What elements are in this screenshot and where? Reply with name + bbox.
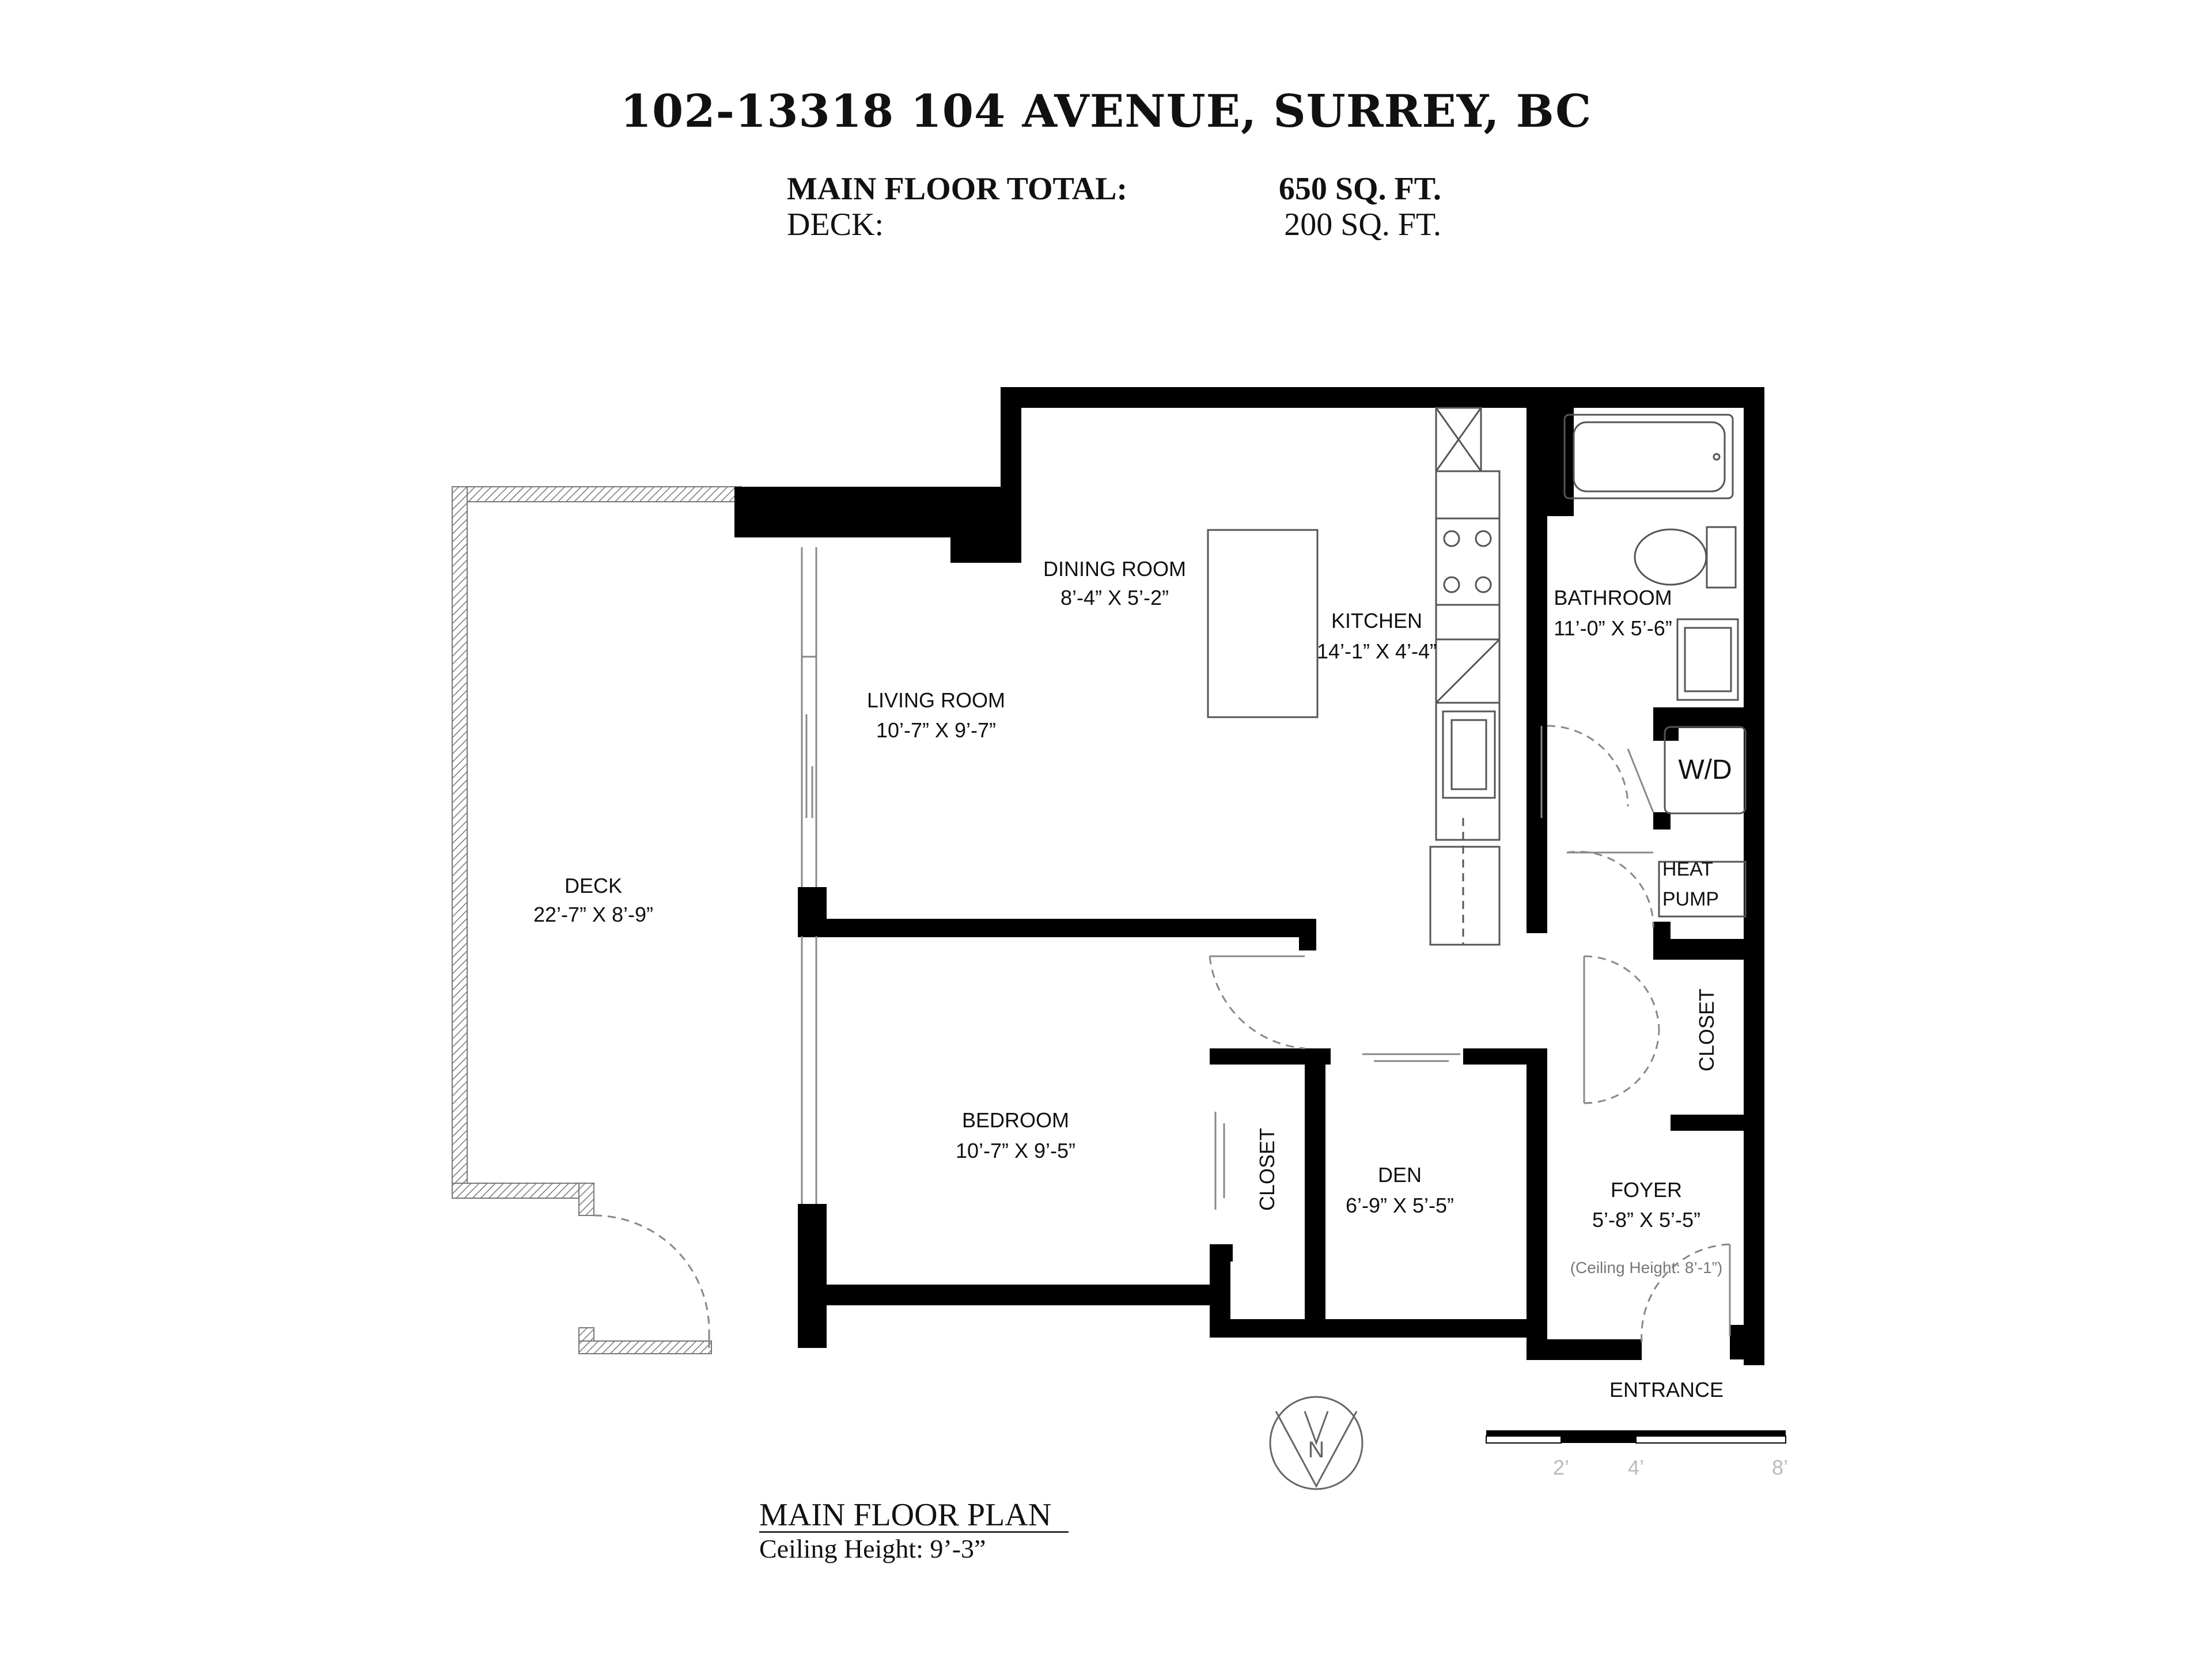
pantry bbox=[1429, 846, 1501, 946]
address-title: 102-13318 104 AVENUE, SURREY, BC bbox=[620, 85, 1592, 138]
scale-label-2: 2’ bbox=[1553, 1456, 1569, 1479]
washer-dryer-label: W/D bbox=[1678, 755, 1732, 785]
kitchen-name: KITCHEN bbox=[1331, 609, 1422, 632]
heat-pump-label-1: HEAT bbox=[1662, 858, 1713, 880]
cooktop bbox=[1435, 517, 1501, 606]
bedroom-name: BEDROOM bbox=[962, 1108, 1069, 1132]
doors bbox=[593, 714, 1731, 1348]
north-letter: N bbox=[1308, 1437, 1325, 1463]
foyer-closet-label: CLOSET bbox=[1695, 988, 1718, 1071]
plan-header: 102-13318 104 AVENUE, SURREY, BC MAIN FL… bbox=[0, 0, 2212, 288]
deck-size: 22’-7” X 8’-9” bbox=[533, 903, 653, 926]
room-labels: DINING ROOM 8’-4” X 5’-2” KITCHEN 14’-1”… bbox=[533, 557, 1732, 1402]
foyer-name: FOYER bbox=[1611, 1178, 1682, 1202]
deck-area-label: DECK: bbox=[787, 207, 884, 243]
heat-pump-box bbox=[1658, 861, 1747, 918]
deck-outline bbox=[452, 486, 742, 1354]
bathroom-fixtures bbox=[1563, 414, 1747, 815]
deck-area-value: 200 SQ. FT. bbox=[1284, 207, 1441, 243]
dining-room-name: DINING ROOM bbox=[1043, 557, 1186, 581]
deck-area-row: DECK: 200 SQ. FT. bbox=[787, 206, 1444, 243]
kitchen-size: 14’-1” X 4’-4” bbox=[1317, 639, 1437, 663]
kitchen-fixtures bbox=[1207, 407, 1501, 946]
entrance-label: ENTRANCE bbox=[1609, 1378, 1724, 1402]
den-name: DEN bbox=[1378, 1163, 1422, 1187]
bedroom-size: 10’-7” X 9’-5” bbox=[956, 1139, 1075, 1162]
toilet-tank bbox=[1706, 526, 1737, 589]
vanity bbox=[1676, 618, 1739, 701]
main-floor-total-row: MAIN FLOOR TOTAL: 650 SQ. FT. bbox=[787, 171, 1444, 207]
bathtub bbox=[1563, 414, 1734, 499]
walls bbox=[734, 387, 1764, 1365]
bathroom-size: 11’-0” X 5’-6” bbox=[1554, 616, 1672, 640]
heat-pump-label-2: PUMP bbox=[1662, 888, 1719, 910]
floor-plan-ceiling-height: Ceiling Height: 9’-3” bbox=[759, 1534, 986, 1563]
dishwasher bbox=[1435, 638, 1501, 704]
kitchen-island bbox=[1207, 529, 1319, 718]
floor-plan-title: MAIN FLOOR PLAN bbox=[759, 1497, 1052, 1533]
washer-dryer-box bbox=[1664, 726, 1747, 815]
main-floor-total-value: 650 SQ. FT. bbox=[1278, 171, 1441, 207]
main-floor-total-label: MAIN FLOOR TOTAL: bbox=[787, 171, 1128, 207]
counter-run bbox=[1435, 470, 1501, 841]
den-size: 6’-9” X 5’-5” bbox=[1346, 1194, 1454, 1217]
deck-name: DECK bbox=[565, 874, 622, 897]
north-arrow-icon: N bbox=[1269, 1396, 1363, 1490]
scale-label-4: 4’ bbox=[1628, 1456, 1644, 1479]
scale-bar: 2’ 4’ 8’ bbox=[1486, 1430, 1788, 1479]
bathroom-name: BATHROOM bbox=[1554, 586, 1672, 609]
bedroom-closet-label: CLOSET bbox=[1255, 1128, 1279, 1211]
toilet-bowl bbox=[1634, 528, 1707, 586]
foyer-ceiling-note: (Ceiling Height: 8’-1”) bbox=[1570, 1259, 1723, 1277]
foyer-size: 5’-8” X 5’-5” bbox=[1592, 1208, 1700, 1232]
footer-divider bbox=[759, 1531, 1069, 1533]
kitchen-sink bbox=[1442, 710, 1496, 799]
windows bbox=[801, 547, 817, 1204]
dining-room-size: 8’-4” X 5’-2” bbox=[1060, 586, 1169, 609]
living-room-size: 10’-7” X 9’-7” bbox=[876, 718, 996, 742]
scale-label-8: 8’ bbox=[1772, 1456, 1788, 1479]
living-room-name: LIVING ROOM bbox=[867, 688, 1005, 712]
